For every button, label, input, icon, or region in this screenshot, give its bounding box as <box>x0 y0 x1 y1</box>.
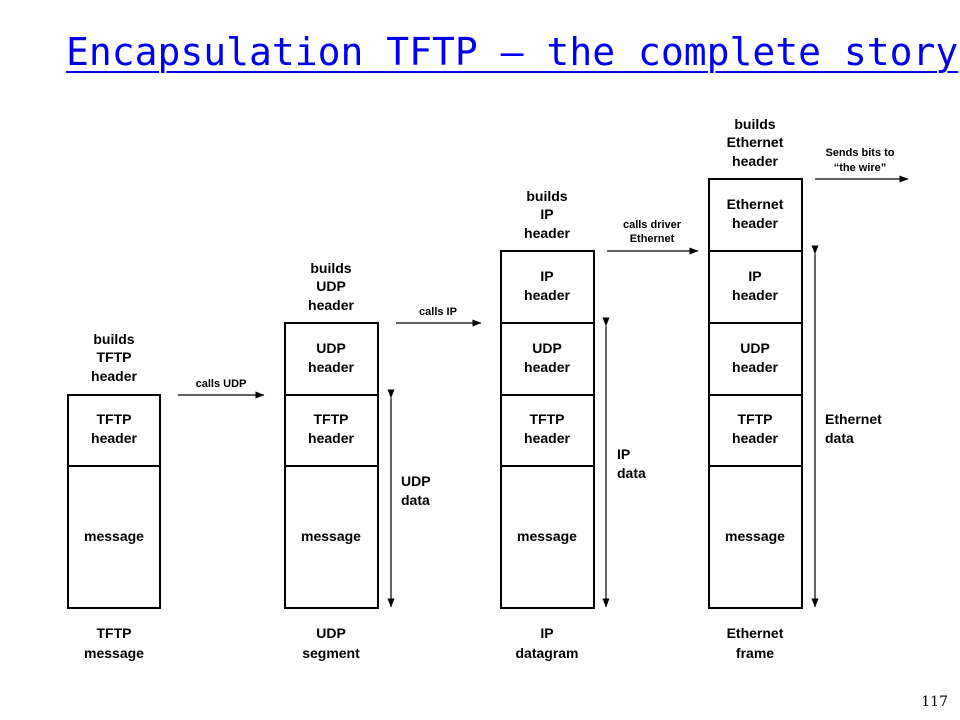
ethernet-builds-label-2: Ethernet <box>727 134 784 150</box>
ethernet-message-cell <box>708 465 803 609</box>
ip-data-label-1: IP <box>617 446 630 462</box>
ip-message-cell-label: message <box>517 528 577 544</box>
tftp-caption-2: message <box>84 645 144 661</box>
sends-bits-label-2: “the wire” <box>834 162 887 174</box>
udp-caption-1: UDP <box>316 625 346 641</box>
ip-data-label-2: data <box>617 465 646 481</box>
ip-udp-header-cell-line2: header <box>524 359 570 375</box>
calls-ip-arrow: calls IP <box>396 306 482 327</box>
ethernet-data-label-1: Ethernet <box>825 411 882 427</box>
udp-tftp-header-cell <box>284 394 379 467</box>
page-number: 117 <box>921 694 948 710</box>
ip-caption-1: IP <box>540 625 553 641</box>
ethernet-header-cell <box>708 178 803 252</box>
udp-tftp-header-cell-line1: TFTP <box>314 411 349 427</box>
ethernet-tftp-header-cell-line1: TFTP <box>738 411 773 427</box>
ethernet-tftp-header-cell-line2: header <box>732 430 778 446</box>
ethernet-caption-2: frame <box>736 645 774 661</box>
ethernet-header-cell-line1: Ethernet <box>727 196 784 212</box>
ip-caption-2: datagram <box>515 645 578 661</box>
ip-header-cell-line2: header <box>524 287 570 303</box>
tftp-message-cell <box>67 465 161 609</box>
ethernet-udp-header-cell-line2: header <box>732 359 778 375</box>
udp-header-cell <box>284 322 379 396</box>
tftp-header-cell-line1: TFTP <box>97 411 132 427</box>
tftp-caption-1: TFTP <box>97 625 132 641</box>
ethernet-message-cell-label: message <box>725 528 785 544</box>
ip-header-cell <box>500 250 595 324</box>
ethernet-caption-1: Ethernet <box>727 625 784 641</box>
ethernet-builds-label-3: header <box>732 153 778 169</box>
sends-bits-label-1: Sends bits to <box>825 147 894 159</box>
ip-stack: builds IP header IP header UDP header TF… <box>500 188 595 661</box>
ip-builds-label-3: header <box>524 225 570 241</box>
tftp-builds-label-2: TFTP <box>97 349 132 365</box>
udp-message-cell-label: message <box>301 528 361 544</box>
udp-builds-label-1: builds <box>310 260 351 276</box>
ethernet-ip-header-cell-line2: header <box>732 287 778 303</box>
udp-builds-label-3: header <box>308 297 354 313</box>
ethernet-stack: builds Ethernet header Ethernet header I… <box>708 116 803 661</box>
calls-udp-label: calls UDP <box>196 378 247 390</box>
tftp-stack: builds TFTP header TFTP header message T… <box>67 331 161 661</box>
ethernet-ip-header-cell <box>708 250 803 324</box>
ethernet-header-cell-line2: header <box>732 215 778 231</box>
calls-driver-label-2: Ethernet <box>630 233 675 245</box>
udp-message-cell <box>284 465 379 609</box>
tftp-builds-label-1: builds <box>93 331 134 347</box>
ethernet-data-label-2: data <box>825 430 854 446</box>
tftp-header-cell <box>67 394 161 467</box>
udp-stack: builds UDP header UDP header TFTP header… <box>284 260 379 661</box>
tftp-header-cell-line2: header <box>91 430 137 446</box>
ethernet-data-span: Ethernet data <box>811 245 882 608</box>
udp-header-cell-line1: UDP <box>316 340 346 356</box>
udp-tftp-header-cell-line2: header <box>308 430 354 446</box>
ip-tftp-header-cell <box>500 394 595 467</box>
tftp-builds-label-3: header <box>91 368 137 384</box>
udp-builds-label-2: UDP <box>316 278 346 294</box>
ip-message-cell <box>500 465 595 609</box>
ip-tftp-header-cell-line1: TFTP <box>530 411 565 427</box>
sends-bits-arrow: Sends bits to “the wire” <box>815 147 909 183</box>
ip-udp-header-cell-line1: UDP <box>532 340 562 356</box>
slide-title: Encapsulation TFTP – the complete story <box>66 30 959 74</box>
ip-builds-label-2: IP <box>540 206 553 222</box>
calls-driver-arrow: calls driver Ethernet <box>607 219 699 255</box>
udp-data-label-2: data <box>401 492 430 508</box>
calls-driver-label-1: calls driver <box>623 219 682 231</box>
ethernet-ip-header-cell-line1: IP <box>748 268 761 284</box>
udp-data-span: UDP data <box>387 389 431 608</box>
calls-ip-label: calls IP <box>419 306 457 318</box>
calls-udp-arrow: calls UDP <box>178 378 265 399</box>
udp-caption-2: segment <box>302 645 360 661</box>
ethernet-udp-header-cell-line1: UDP <box>740 340 770 356</box>
ip-builds-label-1: builds <box>526 188 567 204</box>
udp-data-label-1: UDP <box>401 473 431 489</box>
ip-udp-header-cell <box>500 322 595 396</box>
ip-data-span: IP data <box>602 317 646 608</box>
udp-header-cell-line2: header <box>308 359 354 375</box>
tftp-message-cell-label: message <box>84 528 144 544</box>
ethernet-builds-label-1: builds <box>734 116 775 132</box>
ip-header-cell-line1: IP <box>540 268 553 284</box>
ip-tftp-header-cell-line2: header <box>524 430 570 446</box>
